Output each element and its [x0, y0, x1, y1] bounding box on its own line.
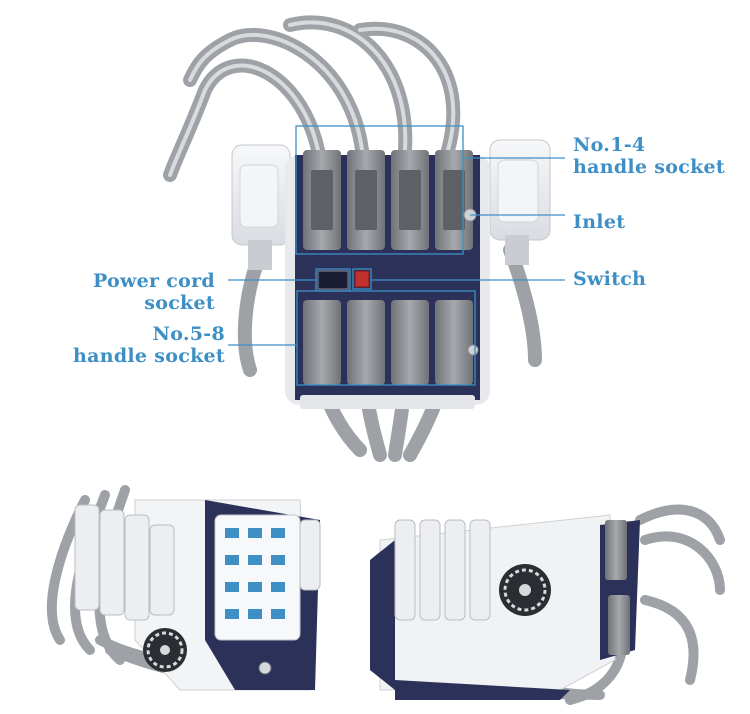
label-line: handle socket — [72, 345, 225, 367]
label-handle-socket-5-8: No.5-8 handle socket — [73, 323, 225, 367]
label-line: socket — [144, 292, 215, 314]
label-handle-socket-1-4: No.1-4 handle socket — [573, 134, 725, 178]
side-view — [370, 504, 725, 705]
callout-lines — [228, 125, 565, 386]
label-line: Inlet — [573, 211, 626, 233]
label-line: No.5-8 — [152, 323, 225, 345]
lower-connectors — [303, 300, 473, 385]
fan-icon — [499, 564, 551, 616]
side-handle-left — [231, 144, 291, 270]
label-inlet: Inlet — [573, 211, 625, 233]
label-line: handle socket — [573, 156, 726, 178]
label-line: Switch — [573, 268, 647, 290]
label-line: Power cord — [92, 270, 215, 292]
label-switch: Switch — [573, 268, 646, 290]
label-line: No.1-4 — [573, 134, 646, 156]
rear-view — [163, 15, 551, 462]
power-button-icon — [258, 661, 272, 675]
front-view — [46, 485, 321, 691]
fan-icon — [143, 628, 187, 672]
switch-icon — [354, 270, 370, 288]
side-handle-right — [489, 139, 551, 265]
label-power-cord-socket: Power cord socket — [93, 270, 215, 314]
power-socket-icon — [317, 270, 349, 290]
